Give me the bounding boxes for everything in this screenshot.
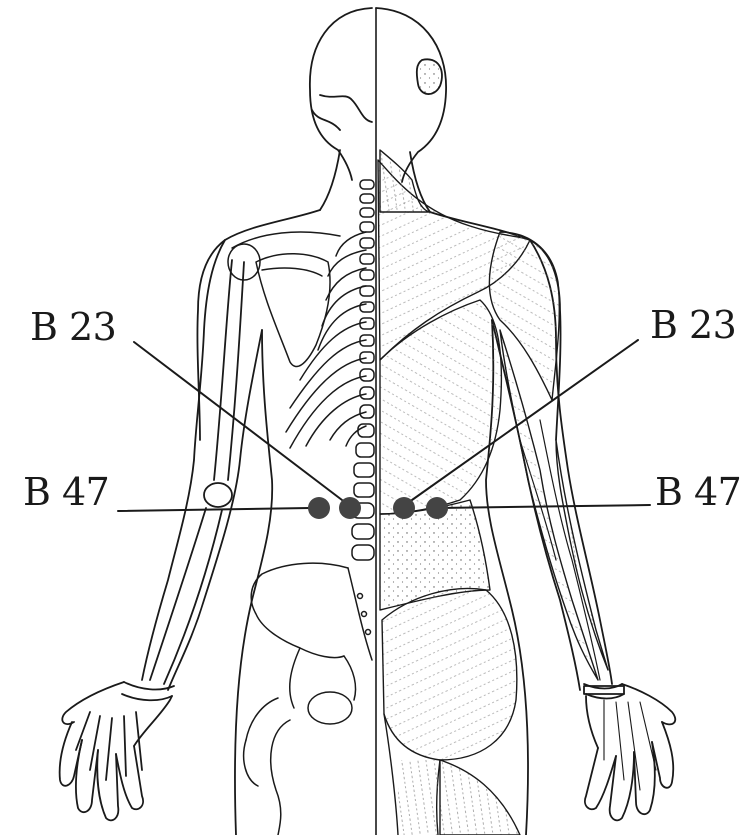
label-b47-right: B 47 [655, 473, 741, 511]
acupoint-b47-left [308, 497, 330, 519]
label-b23-right: B 23 [650, 306, 736, 344]
pointer-line-b47-left [118, 508, 310, 511]
acupoint-b23-right [393, 497, 415, 519]
label-b47-left: B 47 [23, 473, 109, 511]
acupoint-b23-left [339, 497, 361, 519]
left-arm-outline [122, 240, 262, 700]
muscle-half [378, 150, 608, 835]
left-hand-outline [60, 682, 172, 820]
acupoint-b47-right [426, 497, 448, 519]
label-b23-left: B 23 [30, 308, 116, 346]
right-hand-outline [585, 684, 675, 820]
